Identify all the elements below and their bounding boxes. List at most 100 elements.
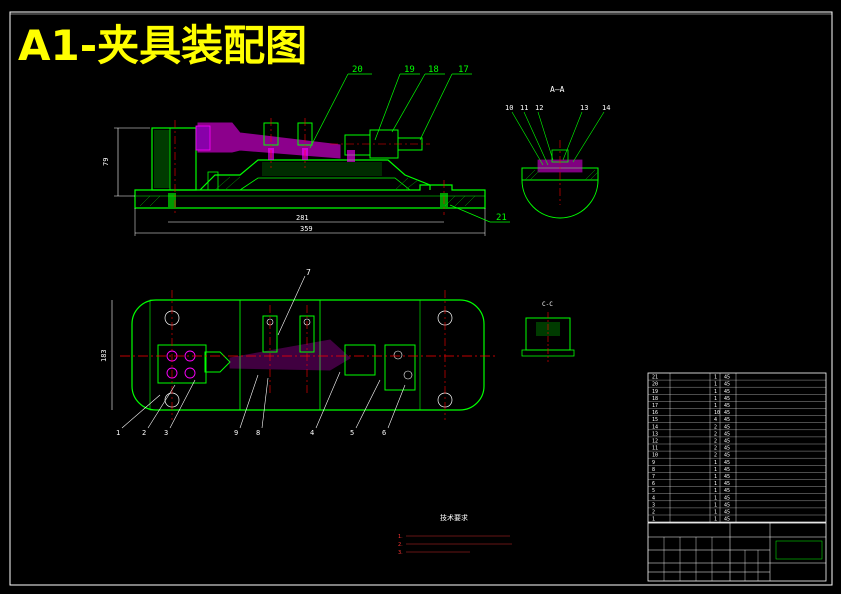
bom-cell: 1: [714, 389, 717, 395]
bom-cell: 1: [714, 375, 717, 381]
callout-8: 8: [256, 429, 260, 437]
bom-cell: 1: [714, 488, 717, 494]
tech-note-3: 3.: [398, 550, 403, 556]
bom-cell: 1: [714, 481, 717, 487]
tech-note-2: 2.: [398, 542, 403, 548]
bom-cell: 45: [724, 517, 730, 523]
bom-cell: 10: [652, 453, 658, 459]
callout-12: 12: [535, 104, 543, 112]
bom-cell: 45: [724, 375, 730, 381]
bom-cell: 11: [652, 446, 658, 452]
bom-cell: 45: [724, 382, 730, 388]
bom-cell: 45: [724, 446, 730, 452]
bom-cell: 1: [714, 382, 717, 388]
section-c-c: C-C: [521, 301, 575, 362]
bom-cell: 1: [714, 510, 717, 516]
bom-cell: 6: [652, 481, 655, 487]
callout-11: 11: [520, 104, 528, 112]
dim-height: 79: [102, 158, 110, 166]
bom-cell: 1: [714, 403, 717, 409]
bom-cell: 1: [714, 474, 717, 480]
callout-4: 4: [310, 429, 314, 437]
bom-cell: 14: [652, 424, 658, 430]
dim-overall: 359: [300, 225, 313, 233]
bom-cell: 45: [724, 510, 730, 516]
bom-cell: 45: [724, 410, 730, 416]
callout-5: 5: [350, 429, 354, 437]
dim-inner: 281: [296, 214, 309, 222]
bom-cell: 4: [714, 417, 717, 423]
callout-20: 20: [352, 65, 363, 75]
bom-cell: 7: [652, 474, 655, 480]
tech-requirements: 技术要求 1. 2. 3.: [398, 513, 512, 556]
callout-2: 2: [142, 429, 146, 437]
bom-cell: 2: [714, 431, 717, 437]
bom-cell: 1: [652, 517, 655, 523]
bom-cell: 15: [652, 417, 658, 423]
bom-cell: 19: [652, 389, 658, 395]
bom-cell: 45: [724, 495, 730, 501]
section-label-a: A—A: [550, 85, 565, 94]
bom-cell: 45: [724, 439, 730, 445]
bom-cell: 18: [652, 396, 658, 402]
bom-cell: 1: [714, 495, 717, 501]
bom-cell: 17: [652, 403, 658, 409]
tech-note-1: 1.: [398, 534, 403, 540]
bom-cell: 2: [652, 510, 655, 516]
bom-cell: 1: [714, 396, 717, 402]
callout-13: 13: [580, 104, 588, 112]
bom-cell: 10: [714, 410, 720, 416]
bom-cell: 45: [724, 431, 730, 437]
bom-cell: 45: [724, 453, 730, 459]
callout-10: 10: [505, 104, 513, 112]
bom-cell: 45: [724, 424, 730, 430]
callout-6: 6: [382, 429, 386, 437]
bom-cell: 12: [652, 439, 658, 445]
drawing-frame: [9, 11, 833, 586]
bom-cell: 9: [652, 460, 655, 466]
bom-cell: 5: [652, 488, 655, 494]
callout-14: 14: [602, 104, 610, 112]
tech-title: 技术要求: [440, 513, 468, 522]
bom-cell: 4: [652, 495, 655, 501]
bom-cell: 45: [724, 481, 730, 487]
bom-cell: 45: [724, 488, 730, 494]
title-block: [647, 522, 827, 582]
front-view: 79 281 359 20 19 18 17 21: [102, 65, 510, 236]
drawing-title: A1-夹具装配图: [18, 21, 307, 70]
callout-7: 7: [306, 268, 311, 277]
plan-view: 183 7 1 2 3 9 8 4 5 6: [100, 268, 495, 437]
bom-cell: 8: [652, 467, 655, 473]
section-label-c: C-C: [542, 301, 553, 308]
callout-1: 1: [116, 429, 120, 437]
bom-cell: 45: [724, 403, 730, 409]
bom-cell: 45: [724, 417, 730, 423]
bom-cell: 45: [724, 460, 730, 466]
bom-cell: 21: [652, 375, 658, 381]
bom-cell: 16: [652, 410, 658, 416]
bom-cell: 2: [714, 439, 717, 445]
dim-plan-height: 183: [100, 349, 108, 362]
bom-cell: 1: [714, 460, 717, 466]
callout-3: 3: [164, 429, 168, 437]
bom-cell: 45: [724, 467, 730, 473]
section-a-a: A—A 10 11 12 13 14: [505, 85, 610, 219]
bom-cell: 13: [652, 431, 658, 437]
callout-17: 17: [458, 65, 469, 75]
callout-19: 19: [404, 65, 415, 75]
bom-cell: 1: [714, 467, 717, 473]
bom-cell: 1: [714, 502, 717, 508]
callout-21: 21: [496, 213, 507, 223]
bom-cell: 2: [714, 446, 717, 452]
bom-cell: 3: [652, 502, 655, 508]
callout-9: 9: [234, 429, 238, 437]
bom-cell: 2: [714, 424, 717, 430]
bom-cell: 20: [652, 382, 658, 388]
bom-cell: 2: [714, 453, 717, 459]
bom-cell: 45: [724, 474, 730, 480]
bom-cell: 45: [724, 502, 730, 508]
bom-cell: 1: [714, 517, 717, 523]
bom-cell: 45: [724, 389, 730, 395]
